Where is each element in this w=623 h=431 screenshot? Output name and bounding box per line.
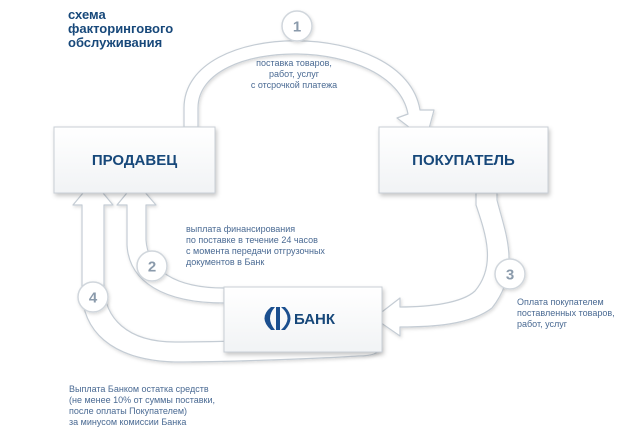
step-2-line-1: выплата финансирования <box>186 224 295 234</box>
step-1-number: 1 <box>293 19 301 36</box>
title-line-1: схема <box>68 7 106 22</box>
step-3-line-2: поставленных товаров, <box>517 308 615 318</box>
seller-label: ПРОДАВЕЦ <box>92 152 177 169</box>
step-1-marker: 1 <box>281 10 313 42</box>
step-3-note: Оплата покупателем поставленных товаров,… <box>517 297 615 329</box>
step-2-marker: 2 <box>136 250 168 282</box>
step-2-line-4: документов в Банк <box>186 257 264 267</box>
step-2-note: выплата финансирования по поставке в теч… <box>186 224 325 267</box>
step-1-line-1: поставка товаров, <box>256 58 332 68</box>
bank-logo-icon <box>264 307 291 330</box>
step-4-line-3: после оплаты Покупателем) <box>69 406 187 416</box>
diagram-title: схема факторингового обслуживания <box>68 7 173 50</box>
step-4-number: 4 <box>89 290 98 307</box>
step-2-line-3: с момента передачи отгрузочных <box>186 246 325 256</box>
step-4-note: Выплата Банком остатка средств (не менее… <box>69 384 215 427</box>
title-line-3: обслуживания <box>68 35 162 50</box>
arrow-step-3 <box>373 192 510 337</box>
seller-box: ПРОДАВЕЦ <box>53 126 216 194</box>
buyer-label: ПОКУПАТЕЛЬ <box>412 152 515 169</box>
step-2-line-2: по поставке в течение 24 часов <box>186 235 318 245</box>
step-4-line-1: Выплата Банком остатка средств <box>69 384 209 394</box>
step-2-number: 2 <box>148 259 156 276</box>
step-3-number: 3 <box>506 267 514 284</box>
step-4-marker: 4 <box>77 281 109 313</box>
step-1-line-3: с отсрочкой платежа <box>251 80 337 90</box>
title-line-2: факторингового <box>68 21 173 36</box>
step-4-line-2: (не менее 10% от суммы поставки, <box>69 395 215 405</box>
step-3-line-1: Оплата покупателем <box>517 297 604 307</box>
buyer-box: ПОКУПАТЕЛЬ <box>378 126 549 194</box>
arrow-step-1 <box>183 40 435 141</box>
step-1-line-2: работ, услуг <box>269 69 320 79</box>
bank-box: БАНК <box>223 286 383 353</box>
bank-label: БАНК <box>294 311 336 328</box>
step-3-line-3: работ, услуг <box>517 319 568 329</box>
step-4-line-4: за минусом комиссии Банка <box>69 417 186 427</box>
step-3-marker: 3 <box>494 258 526 290</box>
step-1-note: поставка товаров, работ, услуг с отсрочк… <box>251 58 337 90</box>
